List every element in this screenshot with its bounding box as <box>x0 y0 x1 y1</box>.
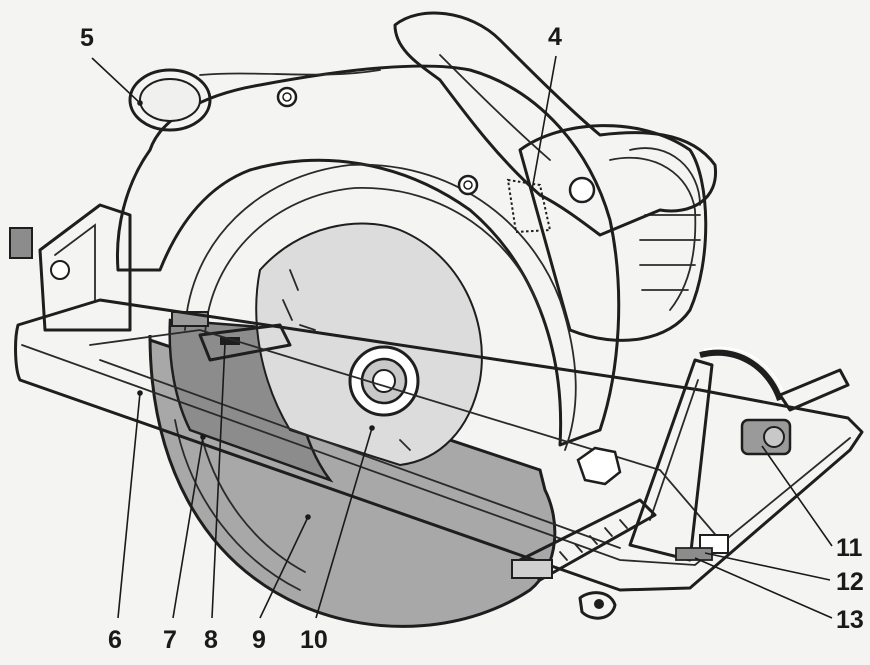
base-plate <box>14 298 864 592</box>
leader-line-6 <box>117 392 141 619</box>
front-bracket <box>9 203 132 332</box>
callout-13: 13 <box>836 606 864 634</box>
callout-4: 4 <box>548 23 562 51</box>
callout-12: 12 <box>836 568 864 596</box>
blade-flange <box>255 222 483 467</box>
bevel-locking-knob <box>740 418 792 456</box>
leader-line-7 <box>172 436 204 619</box>
callout-5: 5 <box>80 24 94 52</box>
leader-line-4 <box>531 55 557 191</box>
leader-dot-7 <box>200 434 206 440</box>
cutting-marks <box>675 534 729 561</box>
leader-line-10 <box>315 427 373 619</box>
depth-adjustment-bolt <box>576 446 622 620</box>
bevel-angle-scale <box>628 346 850 562</box>
callout-8: 8 <box>204 626 218 654</box>
leader-line-12 <box>704 552 831 581</box>
leader-dot-9 <box>305 514 311 520</box>
parallel-guide-ruler <box>511 498 657 582</box>
motor-housing <box>518 124 708 342</box>
leader-line-11 <box>761 445 833 547</box>
leader-line-13 <box>694 557 833 619</box>
callout-10: 10 <box>300 626 328 654</box>
leader-line-9 <box>259 516 309 619</box>
leader-line-8 <box>211 342 226 619</box>
callout-11: 11 <box>836 534 863 562</box>
upper-blade-guard <box>116 64 621 451</box>
leader-dot-6 <box>137 390 143 396</box>
leader-dot-10 <box>369 425 375 431</box>
callout-7: 7 <box>163 626 177 654</box>
callout-9: 9 <box>252 626 266 654</box>
callout-6: 6 <box>108 626 122 654</box>
leader-line-5 <box>91 57 141 104</box>
leader-dot-5 <box>137 100 143 106</box>
